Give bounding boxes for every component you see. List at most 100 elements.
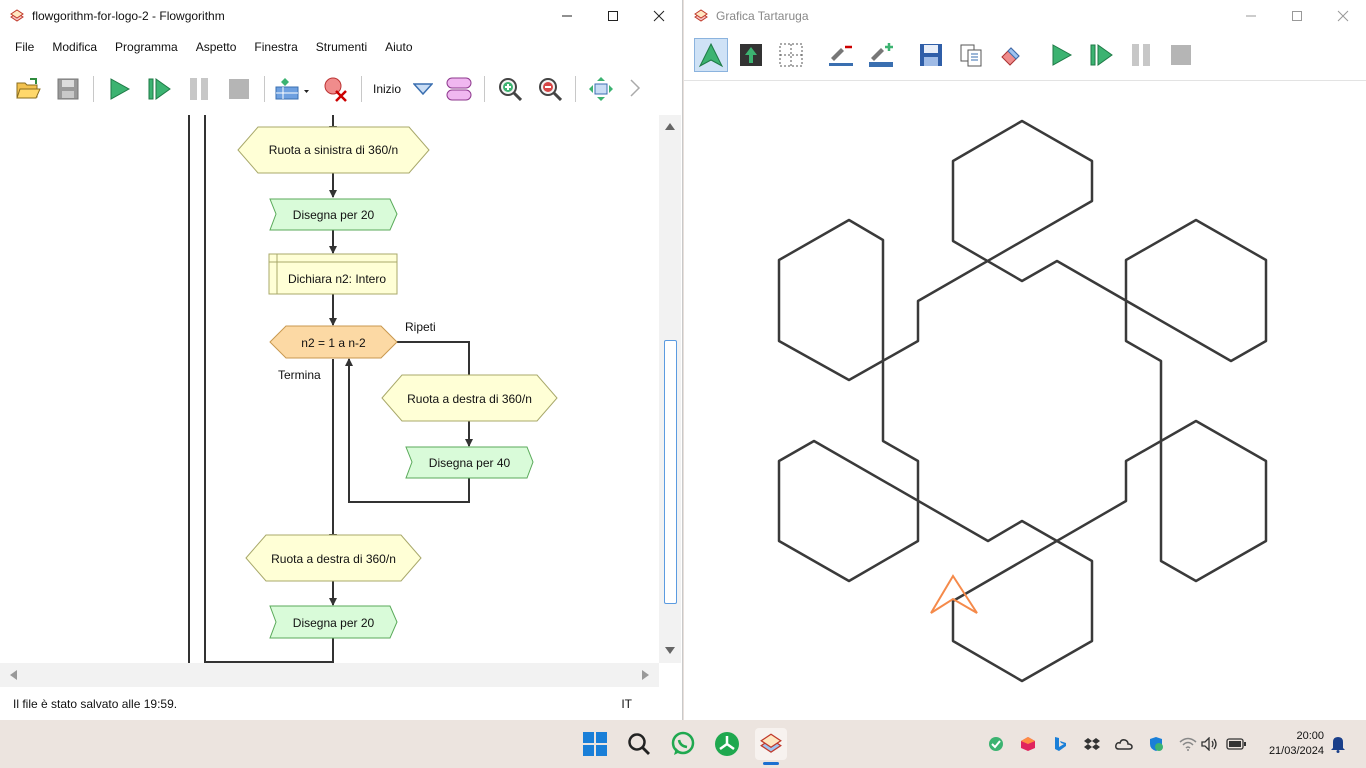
battery-tray[interactable] [1226, 734, 1246, 754]
stop-button[interactable] [219, 69, 259, 109]
windows-logo-icon [583, 732, 607, 756]
vertical-scroll-thumb[interactable] [664, 340, 677, 604]
defender-tray[interactable] [1146, 734, 1166, 754]
rotate-left-text: Ruota a sinistra di 360/n [268, 143, 399, 157]
turtle-title-bar[interactable]: Grafica Tartaruga [684, 0, 1366, 31]
zoom-out-icon [539, 78, 563, 101]
menu-bar: File Modifica Programma Aspetto Finestra… [0, 32, 682, 62]
thinner-pen-button[interactable] [824, 38, 858, 72]
rotate-right-outer-shape[interactable] [245, 534, 422, 582]
wifi-tray[interactable] [1178, 734, 1198, 754]
close-button[interactable] [636, 0, 682, 31]
draw-40-shape[interactable] [405, 446, 534, 479]
thicker-pen-button[interactable] [864, 38, 898, 72]
language-indicator[interactable]: IT [621, 697, 632, 711]
scroll-right-icon[interactable] [641, 669, 651, 681]
volume-tray[interactable] [1200, 734, 1220, 754]
declare-shape[interactable] [268, 253, 398, 295]
turtle-step-button[interactable] [1084, 38, 1118, 72]
step-button[interactable] [139, 69, 179, 109]
turtle-window-title: Grafica Tartaruga [716, 8, 809, 23]
turtle-close-button[interactable] [1320, 0, 1366, 31]
app-taskbar-button[interactable] [711, 728, 743, 760]
zoom-out-button[interactable] [530, 69, 570, 109]
title-bar[interactable]: flowgorithm-for-logo-2 - Flowgorithm [0, 0, 682, 31]
dropbox-tray[interactable] [1082, 734, 1102, 754]
loop-shape[interactable] [269, 325, 398, 359]
menu-modifica[interactable]: Modifica [52, 40, 98, 54]
horizontal-scrollbar[interactable] [0, 663, 659, 687]
menu-strumenti[interactable]: Strumenti [315, 40, 368, 54]
search-button[interactable] [623, 728, 655, 760]
active-app-indicator [763, 762, 779, 765]
open-button[interactable] [8, 69, 48, 109]
show-turtle-button[interactable] [694, 38, 728, 72]
turtle-pause-button[interactable] [1124, 38, 1158, 72]
turtle-run-button[interactable] [1044, 38, 1078, 72]
fit-to-window-button[interactable] [581, 69, 621, 109]
function-selector[interactable]: Inizio [367, 82, 439, 96]
scroll-left-icon[interactable] [8, 669, 18, 681]
turtle-maximize-button[interactable] [1274, 0, 1320, 31]
office-tray[interactable] [1018, 734, 1038, 754]
flowgorithm-taskbar-button[interactable] [755, 728, 787, 760]
pause-button[interactable] [179, 69, 219, 109]
grid-icon [779, 43, 803, 67]
taskbar: 20:00 21/03/2024 [0, 720, 1366, 768]
clock[interactable]: 20:00 21/03/2024 [1256, 729, 1324, 759]
pause-icon [1132, 44, 1150, 66]
turtle-stop-button[interactable] [1164, 38, 1198, 72]
menu-aspetto[interactable]: Aspetto [195, 40, 237, 54]
onedrive-tray[interactable] [1114, 734, 1134, 754]
draw-20-shape-a[interactable] [269, 198, 398, 231]
toolbar-overflow-button[interactable] [629, 78, 641, 100]
turtle-drawing [777, 119, 1268, 683]
layout-icon [275, 78, 309, 100]
rotate-left-shape[interactable] [237, 126, 430, 174]
draw-20-shape-b[interactable] [269, 605, 398, 639]
menu-programma[interactable]: Programma [115, 40, 178, 54]
grid-toggle-button[interactable] [774, 38, 808, 72]
maximize-icon [1292, 10, 1302, 21]
copy-button[interactable] [954, 38, 988, 72]
notifications-tray[interactable] [1328, 734, 1348, 754]
menu-aiuto[interactable]: Aiuto [385, 40, 413, 54]
manage-functions-button[interactable] [439, 69, 479, 109]
function-label: Inizio [373, 82, 402, 96]
flowgorithm-app-icon [694, 8, 708, 22]
breakpoint-clear-icon [324, 77, 347, 102]
clear-canvas-button[interactable] [994, 38, 1028, 72]
minimize-icon [562, 15, 572, 16]
security-ok-tray[interactable] [986, 734, 1006, 754]
hexagon-top [777, 119, 1268, 683]
clock-date: 21/03/2024 [1268, 745, 1324, 757]
turtle-canvas[interactable] [684, 80, 1366, 721]
bing-tray[interactable] [1050, 734, 1070, 754]
pen-toggle-button[interactable] [734, 38, 768, 72]
flowchart-canvas[interactable]: Ruota a sinistra di 360/n Disegna per 20… [0, 115, 658, 663]
minimize-button[interactable] [544, 0, 590, 31]
bell-icon [1331, 737, 1345, 753]
open-folder-icon [16, 78, 41, 99]
whatsapp-taskbar-button[interactable] [667, 728, 699, 760]
layout-dropdown-button[interactable] [270, 69, 316, 109]
clear-breakpoints-button[interactable] [316, 69, 356, 109]
scroll-up-icon[interactable] [664, 121, 676, 131]
scroll-down-icon[interactable] [664, 646, 676, 656]
maximize-button[interactable] [590, 0, 636, 31]
vertical-scrollbar[interactable] [659, 115, 681, 663]
draw-20-text-a: Disegna per 20 [292, 208, 375, 222]
chevron-right-icon [630, 78, 641, 97]
start-button[interactable] [579, 728, 611, 760]
menu-finestra[interactable]: Finestra [254, 40, 298, 54]
rotate-right-inner-shape[interactable] [381, 374, 558, 422]
status-message: Il file è stato salvato alle 19:59. [13, 697, 178, 711]
run-button[interactable] [99, 69, 139, 109]
copy-icon [960, 44, 982, 67]
turtle-save-button[interactable] [914, 38, 948, 72]
menu-file[interactable]: File [15, 40, 35, 54]
zoom-in-button[interactable] [490, 69, 530, 109]
shield-icon [1150, 737, 1163, 751]
turtle-minimize-button[interactable] [1228, 0, 1274, 31]
save-button[interactable] [48, 69, 88, 109]
